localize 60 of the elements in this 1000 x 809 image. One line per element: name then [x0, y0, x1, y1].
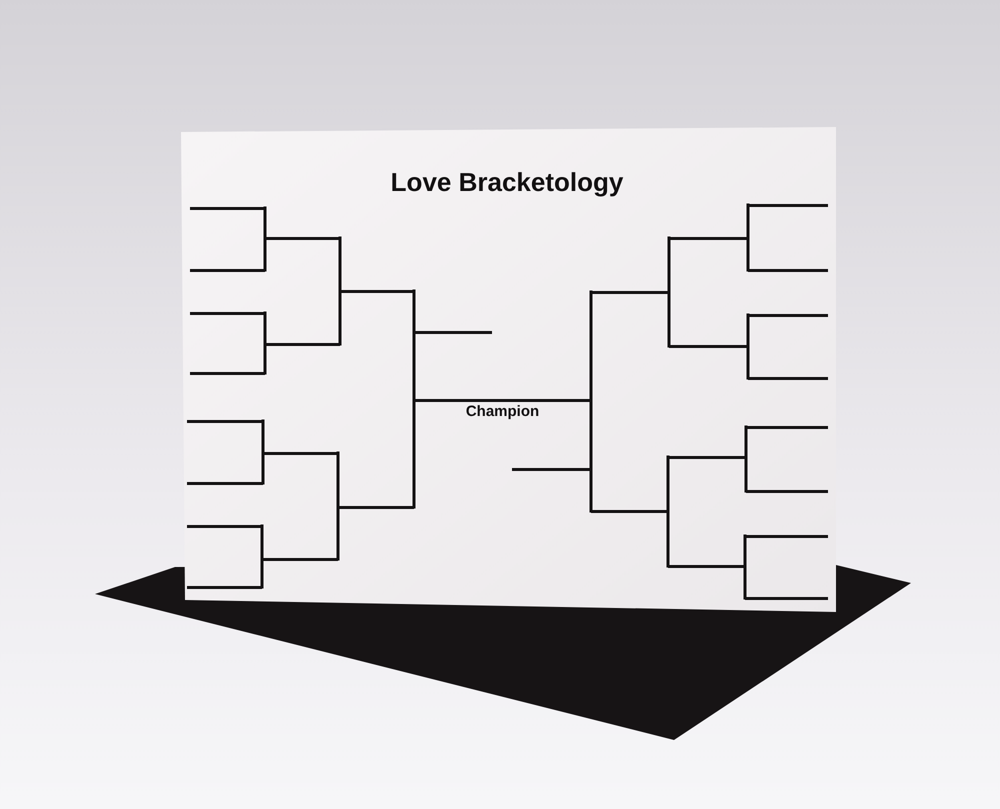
fill-in-line — [591, 510, 668, 512]
fill-in-line — [669, 236, 748, 240]
bracket-connector — [264, 342, 266, 374]
bracket-connector — [668, 290, 670, 348]
title: Love Bracketology — [390, 167, 624, 197]
fill-in-line — [669, 344, 748, 348]
line-caption: Champion — [466, 403, 540, 420]
fill-in-line — [340, 290, 414, 292]
bracket-connector — [744, 534, 746, 568]
bracket-connector — [412, 290, 416, 334]
fill-in-line — [746, 426, 828, 428]
bracket-connector — [338, 236, 342, 292]
fill-in-line — [190, 372, 265, 374]
bracket-connector — [746, 344, 750, 380]
fill-in-line — [748, 204, 828, 206]
fill-in-line — [591, 290, 669, 294]
bracket-connector — [746, 236, 750, 272]
fill-in-line — [190, 312, 265, 314]
fill-in-line — [187, 586, 262, 588]
bracket-connector — [264, 206, 266, 240]
bracket-connector — [744, 426, 748, 458]
fill-in-line — [262, 558, 338, 560]
fill-in-line — [190, 206, 265, 210]
bracket-connector — [744, 456, 748, 492]
bracket-connector — [338, 290, 342, 346]
bracket-connector — [746, 204, 750, 240]
fill-in-line — [265, 236, 340, 240]
bracket-connector — [260, 558, 264, 588]
fill-in-line — [746, 490, 828, 492]
fill-in-line — [668, 564, 745, 568]
fill-in-line — [338, 506, 414, 508]
fill-in-line — [748, 314, 828, 316]
bracket-connector — [336, 506, 340, 560]
fill-in-line — [263, 452, 338, 454]
fill-in-line — [187, 524, 262, 528]
bracket-connector — [590, 468, 592, 512]
fill-in-line — [745, 534, 828, 538]
fill-in-line — [748, 268, 828, 272]
fill-in-line — [668, 456, 746, 458]
fill-in-line — [265, 342, 340, 346]
fill-in-line — [190, 268, 265, 272]
fill-in-line — [414, 398, 591, 402]
bracket-connector — [264, 236, 266, 272]
fill-in-line — [187, 420, 263, 422]
bracket-connector — [262, 452, 264, 484]
fill-in-line — [745, 596, 828, 600]
fill-in-line — [187, 482, 263, 484]
fill-in-line — [748, 376, 828, 380]
bracket-connector — [336, 452, 340, 508]
bracket-connector — [262, 420, 264, 454]
fill-in-line — [512, 468, 591, 470]
bracket-connector — [260, 524, 264, 560]
bracket-connector — [666, 510, 670, 568]
bracket-connector — [746, 314, 750, 348]
fill-in-line — [414, 330, 492, 334]
bracket-connector — [744, 564, 746, 600]
bracket-connector — [264, 312, 266, 346]
bracket-connector — [412, 330, 416, 402]
bracket-connector — [666, 456, 670, 512]
bracket-connector — [668, 236, 670, 294]
